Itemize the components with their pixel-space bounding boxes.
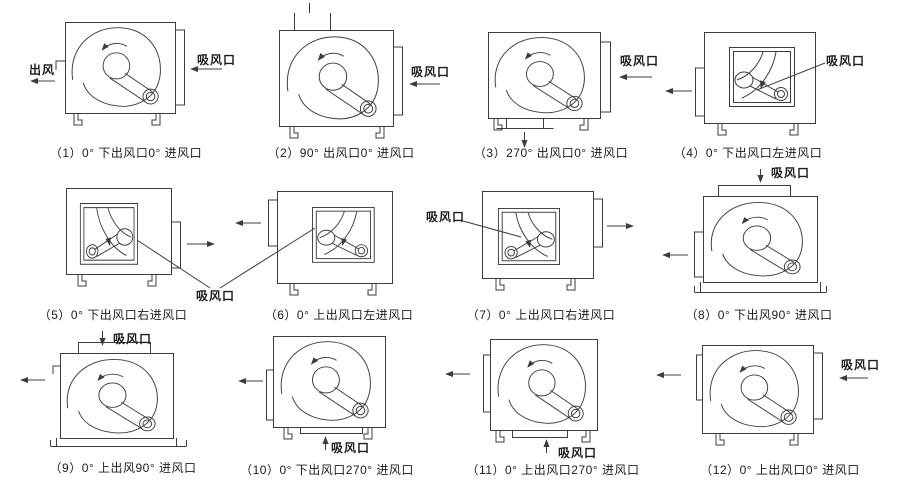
- panel-caption: （1）0° 下出风口0° 进风口: [49, 146, 203, 160]
- panel-caption: （8）0° 下出风90° 进风口: [685, 308, 833, 322]
- panel-3-drawing: [488, 32, 652, 148]
- inlet-label: 吸风口: [113, 332, 153, 346]
- panel-4-drawing: [665, 32, 826, 136]
- panel-caption: （10）0° 下出风口270° 进风口: [240, 463, 414, 477]
- panel-caption: （12）0° 上出风口0° 进风口: [700, 463, 860, 477]
- inlet-label: 吸风口: [620, 54, 660, 68]
- inlet-label: 吸风口: [197, 53, 237, 67]
- inlet-label: 吸风口: [331, 441, 371, 455]
- inlet-label: 吸风口: [771, 166, 811, 180]
- inlet-label: 吸风口: [558, 446, 598, 460]
- panel-caption: （5）0° 下出风口右进风口: [38, 308, 188, 322]
- panel-7-drawing: [462, 191, 634, 291]
- panel-caption: （3）270° 出风口0° 进风口: [473, 146, 629, 160]
- inlet-label: 吸风口: [841, 358, 881, 372]
- panel-8-drawing: [662, 169, 827, 293]
- panel-9-drawing: [20, 331, 187, 447]
- outlet-label: 出风: [29, 63, 56, 77]
- panel-5-drawing: [66, 188, 316, 289]
- panel-caption: （11）0° 上出风口270° 进风口: [466, 463, 640, 477]
- panel-caption: （7）0° 上出风口右进风口: [466, 308, 616, 322]
- panel-10-drawing: [238, 336, 386, 450]
- panel-12-drawing: [656, 345, 868, 446]
- panel-6-drawing: [235, 191, 393, 296]
- panel-caption: （2）90° 出风口0° 进风口: [267, 146, 415, 160]
- panel-caption: （6）0° 上出风口左进风口: [264, 308, 414, 322]
- inlet-label: 吸风口: [426, 210, 466, 224]
- panel-1-drawing: [30, 22, 222, 126]
- panel-11-drawing: [445, 339, 598, 453]
- inlet-label: 吸风口: [411, 65, 451, 79]
- panel-2-drawing: [279, 3, 440, 139]
- inlet-label: 吸风口: [826, 54, 866, 68]
- panel-caption: （4）0° 下出风口左进风口: [673, 146, 823, 160]
- panel-caption: （9）0° 上出风90° 进风口: [49, 461, 197, 475]
- inlet-label: 吸风口: [196, 289, 236, 303]
